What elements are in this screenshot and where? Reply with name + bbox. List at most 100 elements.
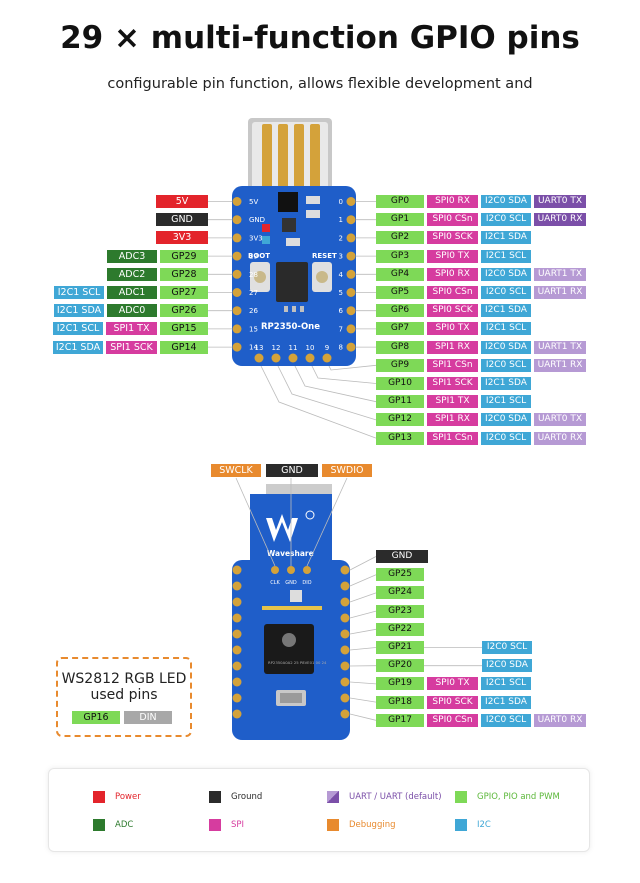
left-pin-0-label-0: 5V	[156, 195, 208, 208]
back-left-pad-5	[232, 645, 242, 655]
right-pin-1-label-0: GP1	[376, 213, 424, 227]
right-pin-2-label-1: SPI0 SCK	[427, 231, 478, 245]
debug-pin-2-label: SWDIO	[322, 464, 372, 477]
left-pin-5-label-0: I2C1 SCL	[54, 286, 104, 299]
left-pin-8-label-0: I2C1 SDA	[53, 340, 103, 354]
right-pin-number-7: 7	[339, 325, 343, 333]
boot-label: BOOT	[248, 252, 270, 260]
back-pin-4-label-0: GP22	[376, 622, 424, 636]
back-leader-8	[349, 697, 377, 703]
right-pin-11-label-1: SPI1 TX	[427, 395, 478, 409]
left-pin-number-7: 15	[249, 325, 258, 333]
legend-label-4: ADC	[115, 820, 134, 830]
ws2812-title-line2: used pins	[90, 687, 158, 703]
back-right-pad-0	[340, 565, 350, 575]
ws2812-din-label: DIN	[124, 711, 172, 724]
back-right-pad-3	[340, 613, 350, 623]
left-pin-4-label-0: ADC2	[107, 267, 157, 281]
back-leader-lines	[235, 477, 482, 721]
back-pin-7-label-0: GP19	[376, 677, 424, 691]
back-pin-6-label-0: GP20	[376, 659, 424, 673]
right-pin-8-label-3: UART1 TX	[534, 340, 586, 354]
legend-label-0: Power	[115, 792, 141, 802]
left-pin-number-6: 26	[249, 307, 258, 315]
back-right-pad-2	[340, 597, 350, 607]
right-pin-11-label-0: GP11	[376, 395, 424, 409]
front-pads	[232, 197, 356, 363]
right-pin-0-label-0: GP0	[376, 195, 424, 208]
right-pin-5-label-2: I2C0 SCL	[481, 286, 531, 299]
back-right-pad-9	[340, 709, 350, 719]
legend-swatch-0	[93, 791, 105, 803]
back-left-pad-7	[232, 677, 242, 687]
right-pad-6	[346, 306, 356, 316]
legend-label-6: Debugging	[349, 820, 396, 830]
left-pad-6	[232, 306, 242, 316]
back-pin-7-label-1: SPI0 TX	[427, 677, 478, 691]
legend-swatch-2	[327, 791, 339, 803]
right-pin-6-label-1: SPI0 SCK	[427, 304, 478, 318]
right-pin-13-label-2: I2C0 SCL	[481, 431, 531, 445]
back-leader-5	[349, 647, 377, 651]
right-pin-2-label-2: I2C1 SDA	[481, 231, 531, 245]
back-left-pad-9	[232, 709, 242, 719]
back-left-pad-3	[232, 613, 242, 623]
back-pin-9-label-3: UART0 RX	[534, 713, 586, 727]
debug-leader-2	[306, 477, 348, 567]
back-leader-7	[349, 681, 377, 685]
back-leader-9	[349, 713, 377, 721]
legend-swatch-7	[455, 819, 467, 831]
back-leader-4	[349, 628, 377, 635]
back-left-pad-6	[232, 661, 242, 671]
right-pad-4	[346, 269, 356, 279]
back-pin-1-label-0: GP25	[376, 568, 424, 582]
right-pin-1-label-2: I2C0 SCL	[481, 213, 531, 227]
right-pin-number-3: 3	[339, 253, 343, 261]
right-pin-5-label-0: GP5	[376, 286, 424, 299]
back-pin-6-label-1: I2C0 SDA	[482, 659, 532, 673]
right-pin-13-label-0: GP13	[376, 431, 424, 445]
back-pin-3-label-0: GP23	[376, 604, 424, 618]
legend-swatch-5	[209, 819, 221, 831]
back-pin-5-label-1: I2C0 SCL	[482, 641, 532, 654]
back-right-pad-8	[340, 693, 350, 703]
bottom-pin-number-2: 11	[289, 344, 298, 352]
left-pin-3-label-1: GP29	[160, 249, 208, 263]
ws2812-title: WS2812 RGB LED used pins	[58, 671, 190, 703]
legend-swatch-4	[93, 819, 105, 831]
bottom-pad-1	[271, 353, 281, 363]
right-pad-3	[346, 251, 356, 261]
left-pin-7-label-1: SPI1 TX	[106, 322, 157, 336]
left-pin-8-label-1: SPI1 SCK	[106, 340, 157, 354]
legend-swatch-6	[327, 819, 339, 831]
back-pin-9-label-0: GP17	[376, 713, 424, 727]
right-pad-0	[346, 197, 356, 206]
right-pin-number-8: 8	[339, 344, 343, 352]
back-left-pad-1	[232, 581, 242, 591]
back-left-pad-4	[232, 629, 242, 639]
debug-pin-0-label: SWCLK	[211, 464, 261, 477]
rp2350-chip-icon	[264, 624, 314, 674]
bottom-leader-3	[309, 361, 377, 384]
right-pin-number-0: 0	[339, 198, 343, 206]
right-pin-0-label-2: I2C0 SDA	[481, 195, 531, 208]
right-pin-13-label-1: SPI1 CSn	[427, 431, 478, 445]
bottom-pin-number-1: 12	[272, 344, 281, 352]
left-pad-5	[232, 288, 242, 297]
right-pin-number-4: 4	[339, 271, 344, 279]
left-pin-5-label-2: GP27	[160, 286, 208, 299]
right-pad-7	[346, 324, 356, 334]
right-pin-6-label-0: GP6	[376, 304, 424, 318]
right-pin-11-label-2: I2C1 SCL	[481, 395, 531, 409]
left-pin-1-label-0: GND	[156, 213, 208, 227]
back-pin-5-label-0: GP21	[376, 641, 424, 654]
back-left-pad-0	[232, 565, 242, 575]
right-pin-8-label-1: SPI1 RX	[427, 340, 478, 354]
debug-pad-label-2: DIO	[302, 580, 311, 586]
right-pin-2-label-0: GP2	[376, 231, 424, 245]
bottom-pad-2	[288, 353, 298, 363]
right-pin-9-label-1: SPI1 CSn	[427, 358, 478, 372]
back-leader-1	[349, 574, 377, 587]
right-pin-number-6: 6	[339, 307, 344, 315]
